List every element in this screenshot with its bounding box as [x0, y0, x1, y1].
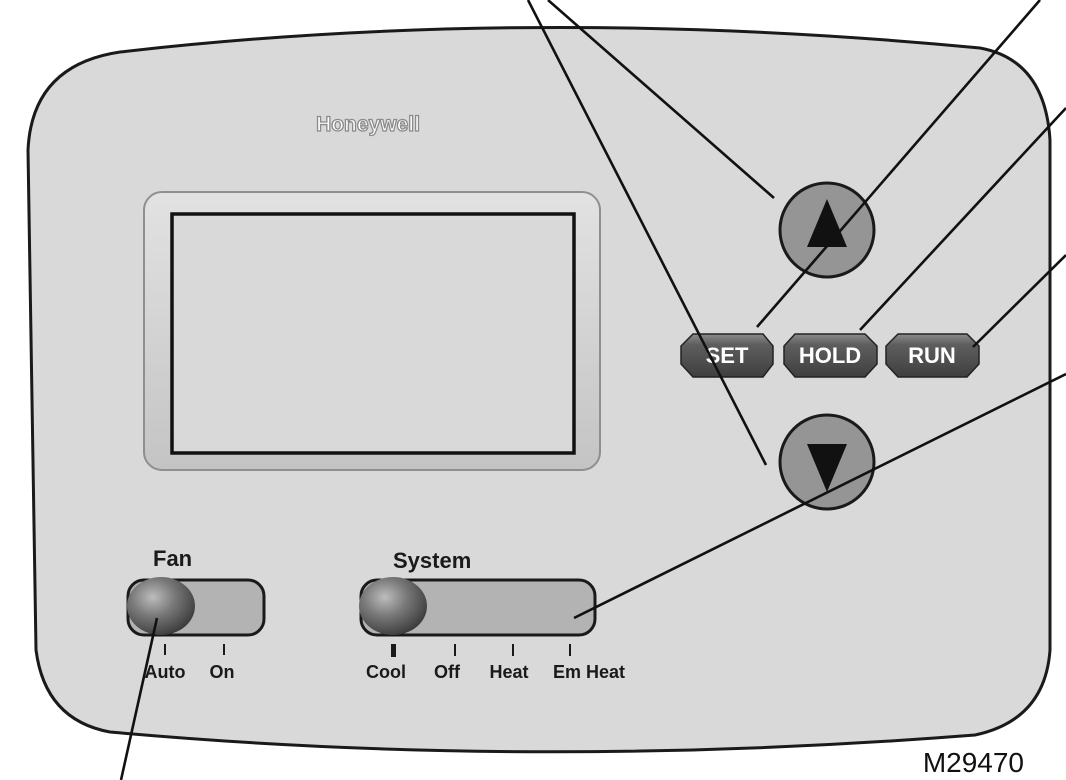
down-button[interactable] — [778, 413, 876, 511]
system-option-heat: Heat — [489, 662, 528, 682]
system-tick-cool — [391, 644, 396, 657]
set-button-label: SET — [706, 343, 749, 368]
fan-option-auto: Auto — [145, 662, 186, 682]
figure-id: M29470 — [923, 747, 1024, 778]
fan-switch-title: Fan — [153, 546, 192, 571]
callout-line-run-button — [972, 254, 1066, 348]
fan-option-on: On — [210, 662, 235, 682]
hold-button[interactable]: HOLD — [783, 333, 878, 378]
up-button[interactable] — [778, 181, 876, 279]
system-switch-title: System — [393, 548, 471, 573]
run-button-label: RUN — [908, 343, 956, 368]
system-switch[interactable] — [359, 577, 597, 637]
callout-line-fan-switch — [119, 617, 159, 780]
fan-switch-knob[interactable] — [127, 577, 195, 635]
brand-logo: Honeywell — [316, 113, 420, 136]
callout-lines — [119, 0, 1066, 780]
callout-line-set-button — [756, 0, 1041, 328]
display-screen — [170, 212, 576, 455]
fan-switch[interactable] — [126, 577, 266, 637]
callout-line-hold-button — [859, 107, 1066, 331]
triangle-down-icon — [807, 444, 847, 492]
system-option-cool: Cool — [366, 662, 406, 682]
system-option-em-heat: Em Heat — [553, 662, 625, 682]
run-button[interactable]: RUN — [885, 333, 980, 378]
callout-line-system-switch — [573, 372, 1066, 620]
callout-line-up-button — [547, 0, 775, 199]
set-button[interactable]: SET — [680, 333, 774, 378]
system-option-off: Off — [434, 662, 461, 682]
hold-button-label: HOLD — [799, 343, 861, 368]
system-switch-knob[interactable] — [359, 577, 427, 635]
callout-line-down-button — [526, 0, 768, 466]
